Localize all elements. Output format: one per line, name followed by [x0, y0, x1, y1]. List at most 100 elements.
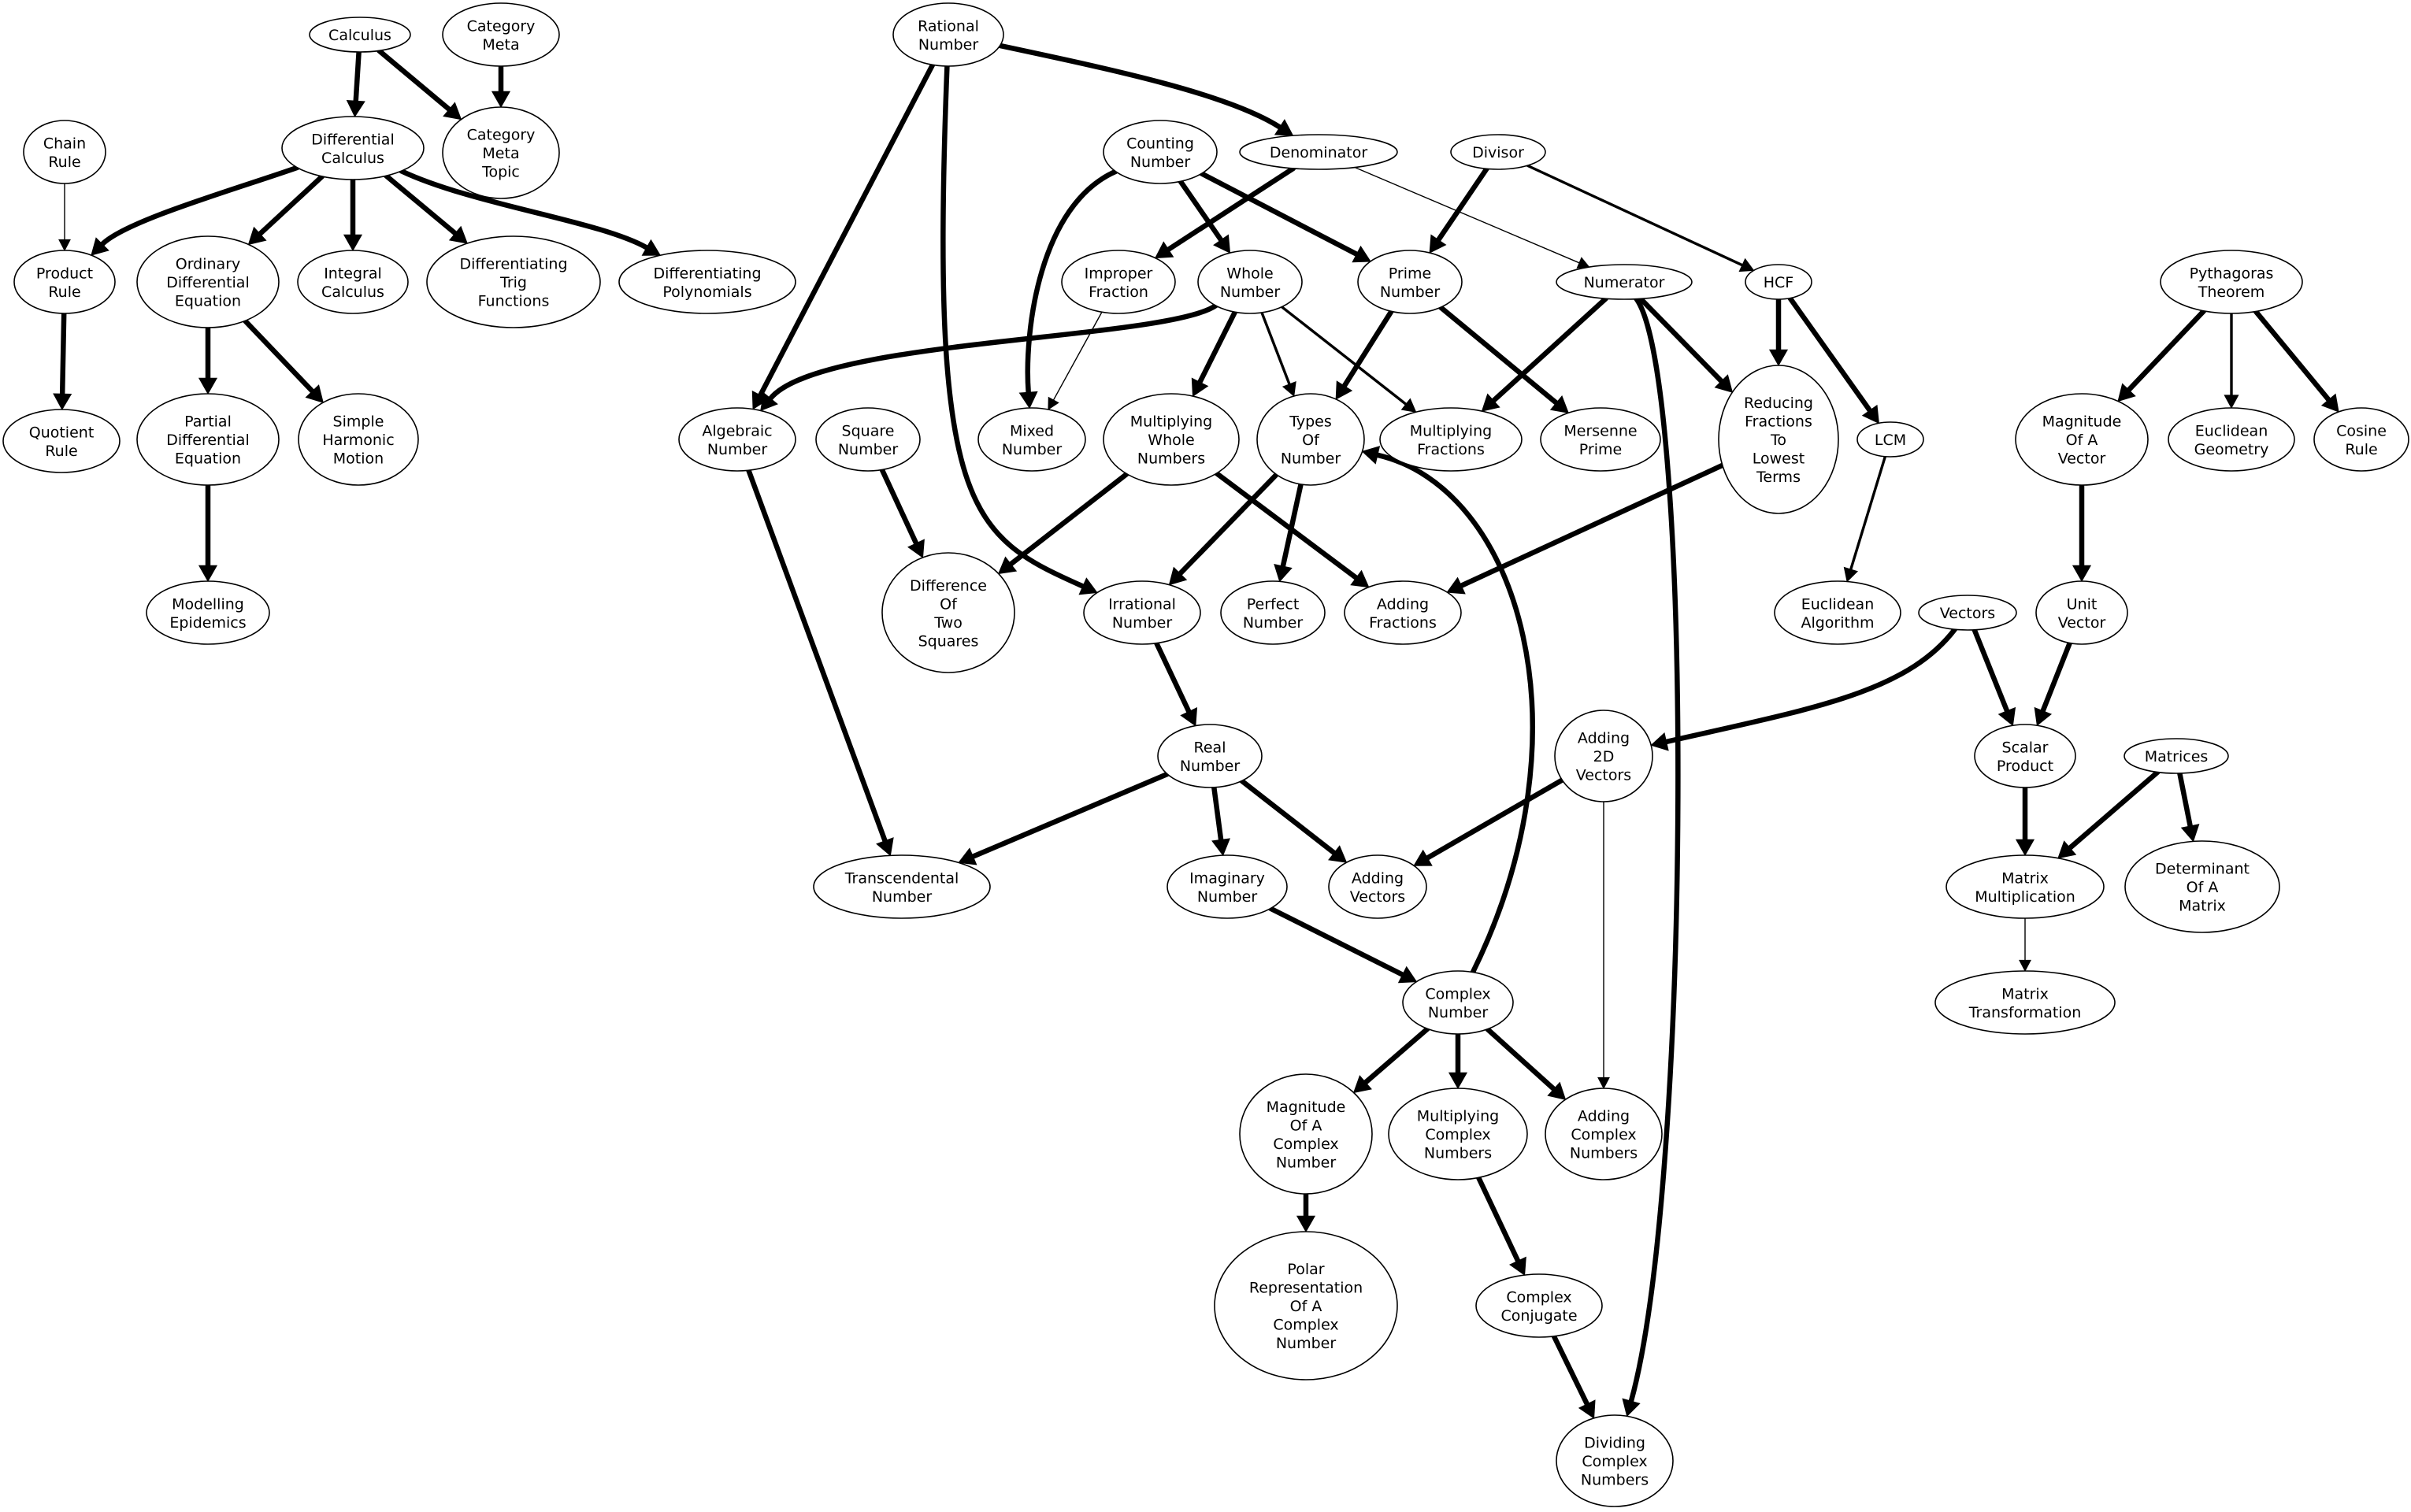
node-ellipse[interactable] — [146, 580, 270, 645]
node-ellipse[interactable] — [1167, 854, 1288, 919]
node-ellipse[interactable] — [1556, 1414, 1674, 1507]
node-ellipse[interactable] — [2168, 407, 2295, 472]
node-ellipse[interactable] — [2124, 840, 2280, 933]
node-lcm[interactable]: LCM — [1856, 421, 1924, 458]
node-ellipse[interactable] — [1402, 970, 1514, 1035]
node-ellipse[interactable] — [1718, 365, 1839, 514]
node-ellipse[interactable] — [2035, 580, 2128, 645]
node-ellipse[interactable] — [1450, 134, 1546, 170]
node-denominator[interactable]: Denominator — [1239, 134, 1398, 170]
node-ellipse[interactable] — [1061, 250, 1176, 314]
node-ellipse[interactable] — [977, 407, 1086, 472]
node-ellipse[interactable] — [297, 250, 409, 314]
node-ellipse[interactable] — [2313, 407, 2409, 472]
node-ellipse[interactable] — [2160, 250, 2303, 314]
node-ellipse[interactable] — [1239, 134, 1398, 170]
node-ellipse[interactable] — [813, 854, 991, 919]
node-ellipse[interactable] — [442, 2, 560, 67]
node-ellipse[interactable] — [426, 235, 601, 328]
node-ellipse[interactable] — [1214, 1231, 1398, 1380]
node-ellipse[interactable] — [1357, 250, 1463, 314]
node-ellipse[interactable] — [892, 2, 1004, 67]
node-calculus[interactable]: Calculus — [309, 17, 411, 53]
node-ellipse[interactable] — [1388, 1088, 1528, 1180]
node-ellipse[interactable] — [1540, 407, 1661, 472]
node-ellipse[interactable] — [136, 235, 280, 328]
node-vectors[interactable]: Vectors — [1918, 595, 2017, 631]
node-ellipse[interactable] — [2015, 393, 2149, 486]
node-numerator[interactable]: Numerator — [1556, 264, 1693, 300]
node-ellipse[interactable] — [309, 17, 411, 53]
node-ellipse[interactable] — [1974, 724, 2076, 788]
node-ellipse[interactable] — [1103, 393, 1240, 486]
node-ellipse[interactable] — [13, 250, 116, 314]
node-divisor[interactable]: Divisor — [1450, 134, 1546, 170]
node-ellipse[interactable] — [1344, 580, 1462, 645]
node-ellipse[interactable] — [1774, 580, 1901, 645]
node-ellipse[interactable] — [1918, 595, 2017, 631]
node-ellipse[interactable] — [1556, 264, 1693, 300]
node-ellipse[interactable] — [618, 250, 796, 314]
node-ellipse[interactable] — [1256, 393, 1365, 486]
node-ellipse[interactable] — [1239, 1073, 1373, 1195]
node-ellipse[interactable] — [2, 409, 121, 473]
node-ellipse[interactable] — [1157, 724, 1263, 788]
node-ellipse[interactable] — [1083, 580, 1201, 645]
node-ellipse[interactable] — [678, 407, 796, 472]
node-ellipse[interactable] — [1103, 120, 1218, 184]
node-ellipse[interactable] — [1220, 580, 1326, 645]
node-ellipse[interactable] — [881, 552, 1015, 673]
node-ellipse[interactable] — [1945, 854, 2105, 919]
node-ellipse[interactable] — [1554, 710, 1653, 802]
node-ellipse[interactable] — [815, 407, 921, 472]
node-ellipse[interactable] — [23, 120, 106, 184]
node-ellipse[interactable] — [136, 393, 280, 486]
node-ellipse[interactable] — [1745, 264, 1812, 300]
node-ellipse[interactable] — [442, 106, 560, 199]
node-ellipse[interactable] — [2124, 738, 2229, 774]
